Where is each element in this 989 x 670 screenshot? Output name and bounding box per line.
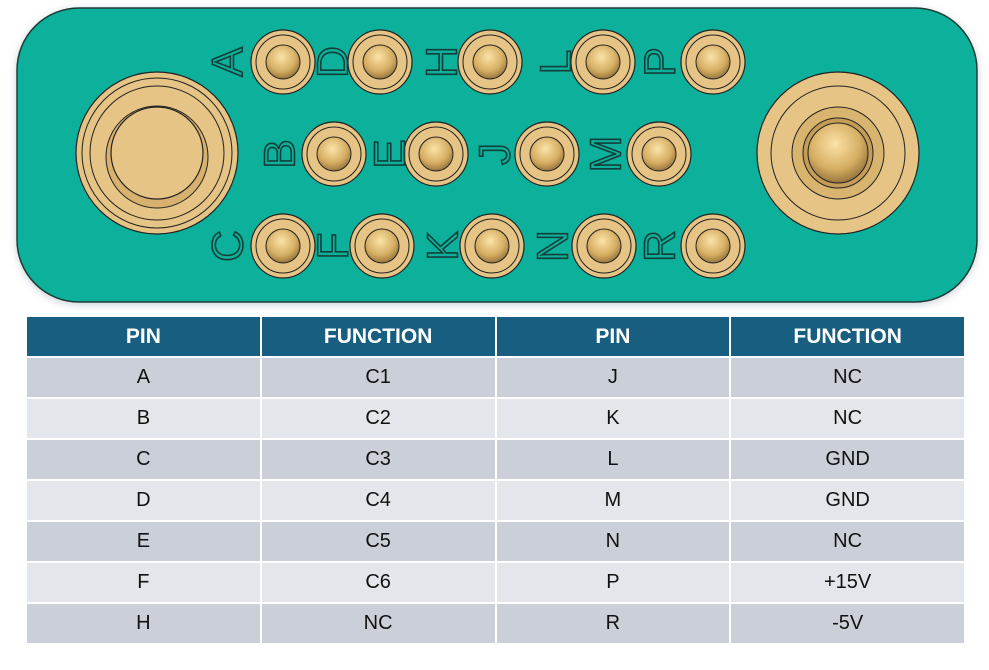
pin-label-m: M (582, 136, 631, 173)
pin-cell: C (25, 438, 262, 481)
function-cell: C4 (259, 479, 497, 522)
pin-cell: B (25, 397, 262, 440)
pin-cell: H (25, 602, 262, 645)
pin-column-header: PIN (25, 315, 262, 358)
mounting-post-left (75, 71, 239, 235)
pin-label-f: F (309, 233, 358, 260)
pin-h (457, 29, 523, 95)
pin-cell: R (494, 602, 732, 645)
pin-cell: N (494, 520, 732, 563)
pin-cell: P (494, 561, 732, 604)
pin-cell: F (25, 561, 262, 604)
function-cell: -5V (729, 602, 966, 645)
pin-label-l: L (532, 50, 581, 74)
pin-d (347, 29, 413, 95)
function-cell: NC (729, 520, 966, 563)
pin-a (250, 29, 316, 95)
pin-cell: A (25, 356, 262, 399)
function-column-header: FUNCTION (729, 315, 966, 358)
function-cell: GND (729, 438, 966, 481)
pin-label-c: C (204, 230, 253, 262)
pin-label-h: H (418, 46, 467, 78)
pin-column-header: PIN (494, 315, 732, 358)
pin-label-j: J (471, 143, 520, 165)
pin-label-b: B (256, 139, 305, 168)
pin-n (571, 213, 637, 279)
pin-r (680, 213, 746, 279)
function-cell: C1 (259, 356, 497, 399)
function-cell: C3 (259, 438, 497, 481)
pin-m (626, 121, 692, 187)
function-cell: GND (729, 479, 966, 522)
pin-cell: E (25, 520, 262, 563)
function-cell: C2 (259, 397, 497, 440)
pin-p (680, 29, 746, 95)
pin-cell: K (494, 397, 732, 440)
pin-label-d: D (309, 46, 358, 78)
function-cell: NC (729, 356, 966, 399)
connector-diagram: A D H L P B E J M C F K N R (16, 7, 978, 303)
function-cell: C6 (259, 561, 497, 604)
pin-label-p: P (636, 47, 685, 76)
pin-label-r: R (636, 230, 685, 262)
pin-b (301, 121, 367, 187)
function-cell: NC (259, 602, 497, 645)
pin-label-k: K (419, 231, 468, 260)
pin-e (403, 121, 469, 187)
function-column-header: FUNCTION (259, 315, 497, 358)
mounting-post-right (756, 71, 920, 235)
pin-label-n: N (529, 230, 578, 262)
pin-k (459, 213, 525, 279)
pin-label-a: A (204, 47, 253, 77)
pin-c (250, 213, 316, 279)
function-cell: C5 (259, 520, 497, 563)
pin-f (349, 213, 415, 279)
pin-cell: M (494, 479, 732, 522)
pin-cell: D (25, 479, 262, 522)
function-cell: +15V (729, 561, 966, 604)
pin-l (570, 29, 636, 95)
pin-cell: J (494, 356, 732, 399)
pin-cell: L (494, 438, 732, 481)
function-cell: NC (729, 397, 966, 440)
pin-label-e: E (366, 139, 415, 168)
pin-j (514, 121, 580, 187)
